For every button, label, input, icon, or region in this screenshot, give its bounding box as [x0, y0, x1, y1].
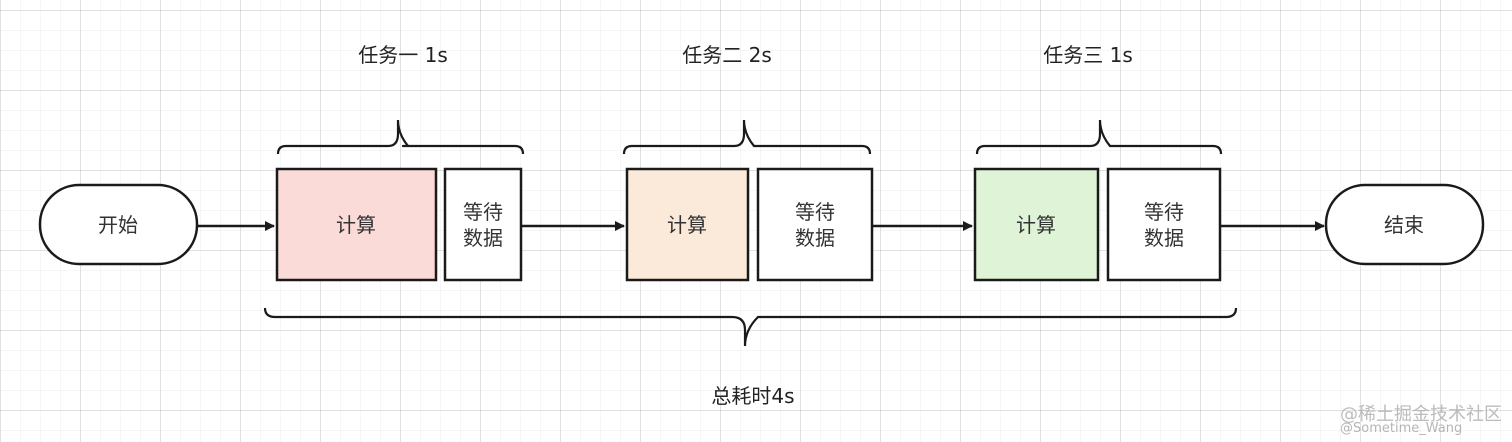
task3-compute-label: 计算: [1016, 213, 1056, 237]
task3-wait-label-line2: 数据: [1144, 226, 1184, 250]
watermark-main: @稀土掘金技术社区: [1340, 404, 1502, 425]
end-node: [1324, 183, 1485, 266]
task1-brace: [276, 119, 525, 155]
task1-compute-box: [275, 167, 438, 282]
task2-wait-label-line2: 数据: [795, 226, 835, 250]
task1-title: 任务一 1s: [358, 43, 448, 67]
task3-compute-box: [973, 167, 1100, 282]
start-node-label: 开始: [98, 213, 138, 237]
task2-brace: [622, 119, 872, 155]
task2-wait-label-line1: 等待: [795, 200, 835, 224]
task1-wait-label-line1: 等待: [463, 200, 503, 224]
total-time-label: 总耗时4s: [711, 384, 794, 408]
task1-compute-label: 计算: [336, 213, 376, 237]
task3-title: 任务三 1s: [1043, 43, 1133, 67]
task2-wait-box: [756, 167, 874, 282]
task1-wait-box: [443, 167, 523, 282]
start-node: [38, 183, 199, 266]
task3-wait-box: [1106, 167, 1222, 282]
task1-wait-label-line2: 数据: [463, 226, 503, 250]
task3-wait-label-line1: 等待: [1144, 200, 1184, 224]
total-brace: [263, 307, 1238, 347]
task2-title: 任务二 2s: [682, 43, 772, 67]
task3-brace: [975, 119, 1223, 155]
end-node-label: 结束: [1384, 213, 1424, 237]
watermark-sub: @Sometime_Wang: [1340, 421, 1462, 436]
task2-compute-box: [625, 167, 750, 282]
task2-compute-label: 计算: [667, 213, 707, 237]
